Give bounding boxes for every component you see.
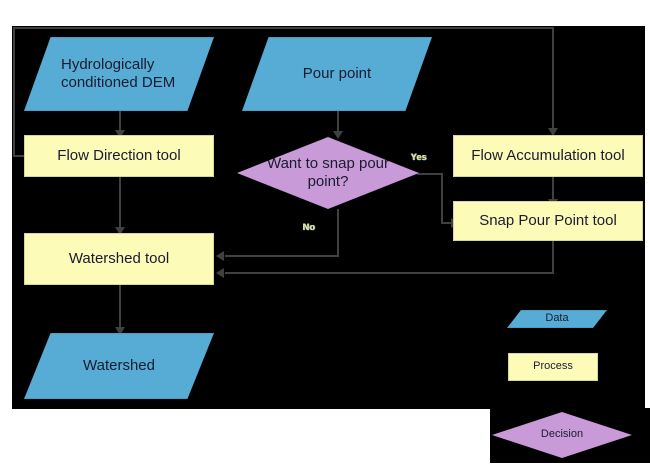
edge-label-yes: Yes: [411, 152, 428, 162]
node-hydrologically-conditioned-dem[interactable]: Hydrologically conditioned DEM: [24, 37, 214, 111]
connector-yes-seg1: [417, 173, 443, 175]
arrowhead-no-to-watershed-tool: [216, 251, 224, 261]
legend-item-data: Data: [507, 310, 607, 328]
connector-flowdir-to-flowaccum-seg3: [13, 27, 554, 29]
node-label: Snap Pour Point tool: [479, 211, 617, 229]
connector-flowaccum-to-snap: [552, 177, 554, 201]
legend-item-process: Process: [508, 353, 598, 381]
legend-label-data: Data: [545, 312, 569, 325]
node-label: Watershed: [83, 356, 155, 374]
legend-label-process: Process: [533, 360, 573, 373]
connector-snap-seg1: [552, 241, 554, 274]
legend-label-decision: Decision: [540, 428, 584, 441]
node-flow-accumulation-tool[interactable]: Flow Accumulation tool: [453, 135, 643, 177]
connector-pourpoint-to-decision: [337, 111, 339, 136]
arrowhead-to-decision: [333, 131, 343, 139]
node-label: Pour point: [302, 64, 372, 82]
connector-yes-seg3: [441, 222, 453, 224]
node-pour-point[interactable]: Pour point: [242, 37, 432, 111]
node-snap-pour-point-tool[interactable]: Snap Pour Point tool: [453, 201, 643, 241]
connector-no-seg2: [225, 255, 339, 257]
node-watershed-tool[interactable]: Watershed tool: [24, 233, 214, 285]
node-flow-direction-tool[interactable]: Flow Direction tool: [24, 135, 214, 177]
arrowhead-to-watershed-tool: [115, 227, 125, 235]
arrowhead-to-flow-accumulation: [548, 128, 558, 136]
connector-flowdir-to-watershedtool: [119, 177, 121, 229]
edge-label-no: No: [303, 222, 316, 232]
connector-flowdir-to-flowaccum-seg4: [552, 27, 554, 131]
node-label: Hydrologically conditioned DEM: [61, 55, 176, 91]
node-label: Flow Accumulation tool: [471, 146, 625, 164]
arrowhead-to-flow-direction: [115, 130, 125, 138]
node-watershed[interactable]: Watershed: [24, 333, 214, 399]
connector-watershedtool-to-watershed: [119, 285, 121, 329]
arrowhead-to-watershed: [115, 327, 125, 335]
node-label: Watershed tool: [68, 249, 170, 267]
node-label: Flow Direction tool: [57, 146, 181, 164]
node-label: Want to snap pour point?: [266, 154, 389, 190]
connector-flowdir-to-flowaccum-seg2: [13, 27, 15, 157]
connector-yes-seg2: [441, 173, 443, 223]
arrowhead-snap-to-watershed-tool: [216, 268, 224, 278]
connector-no-seg1: [337, 209, 339, 257]
connector-snap-seg2: [225, 272, 554, 274]
connector-dem-to-flowdir: [119, 111, 121, 135]
